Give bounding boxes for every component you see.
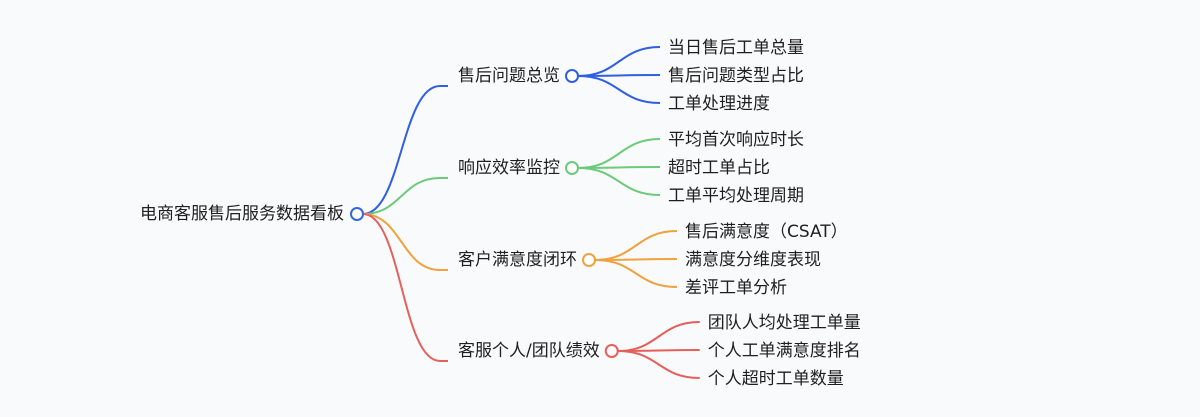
leaf-node-label[interactable]: 当日售后工单总量	[668, 38, 804, 58]
branch-node-toggle[interactable]	[565, 69, 579, 83]
leaf-node-label[interactable]: 个人工单满意度排名	[708, 341, 861, 361]
mindmap-links	[362, 46, 700, 379]
branch-node-label[interactable]: 客户满意度闭环	[458, 250, 577, 270]
branch-child-link	[577, 46, 661, 77]
branch-child-link	[617, 350, 700, 379]
branch-child-link	[594, 258, 678, 261]
leaf-node-label[interactable]: 超时工单占比	[668, 158, 770, 178]
leaf-node-label[interactable]: 售后问题类型占比	[668, 66, 804, 86]
root-node-label[interactable]: 电商客服售后服务数据看板	[140, 204, 344, 224]
branch-child-link	[594, 230, 678, 261]
leaf-node-label[interactable]: 满意度分维度表现	[685, 250, 821, 270]
branch-node-label[interactable]: 售后问题总览	[458, 66, 560, 86]
leaf-node-label[interactable]: 售后满意度（CSAT）	[685, 222, 848, 242]
leaf-node-label[interactable]: 差评工单分析	[685, 278, 787, 298]
branch-node-label[interactable]: 客服个人/团队绩效	[458, 341, 600, 361]
branch-child-link	[617, 321, 700, 352]
branch-child-link	[577, 75, 661, 104]
leaf-node-label[interactable]: 工单处理进度	[668, 94, 770, 114]
branch-child-link	[594, 259, 678, 288]
leaf-node-label[interactable]: 工单平均处理周期	[668, 186, 804, 206]
root-node-toggle[interactable]	[350, 207, 364, 221]
root-branch-link	[362, 213, 448, 271]
leaf-node-label[interactable]: 个人超时工单数量	[708, 369, 844, 389]
mindmap-nodes: 电商客服售后服务数据看板 售后问题总览 当日售后工单总量售后问题类型占比工单处理进…	[140, 38, 861, 389]
root-branch-link	[362, 177, 448, 215]
leaf-node-label[interactable]: 团队人均处理工单量	[708, 313, 861, 333]
branch-child-link	[577, 74, 661, 77]
root-branch-link	[362, 213, 448, 362]
branch-child-link	[577, 166, 661, 169]
branch-node-label[interactable]: 响应效率监控	[458, 158, 560, 178]
branch-node-toggle[interactable]	[582, 253, 596, 267]
branch-child-link	[577, 138, 661, 169]
branch-child-link	[617, 349, 700, 352]
root-branch-link	[362, 85, 448, 215]
branch-node-toggle[interactable]	[565, 161, 579, 175]
branch-child-link	[577, 167, 661, 196]
leaf-node-label[interactable]: 平均首次响应时长	[668, 130, 804, 150]
branch-node-toggle[interactable]	[604, 344, 619, 358]
